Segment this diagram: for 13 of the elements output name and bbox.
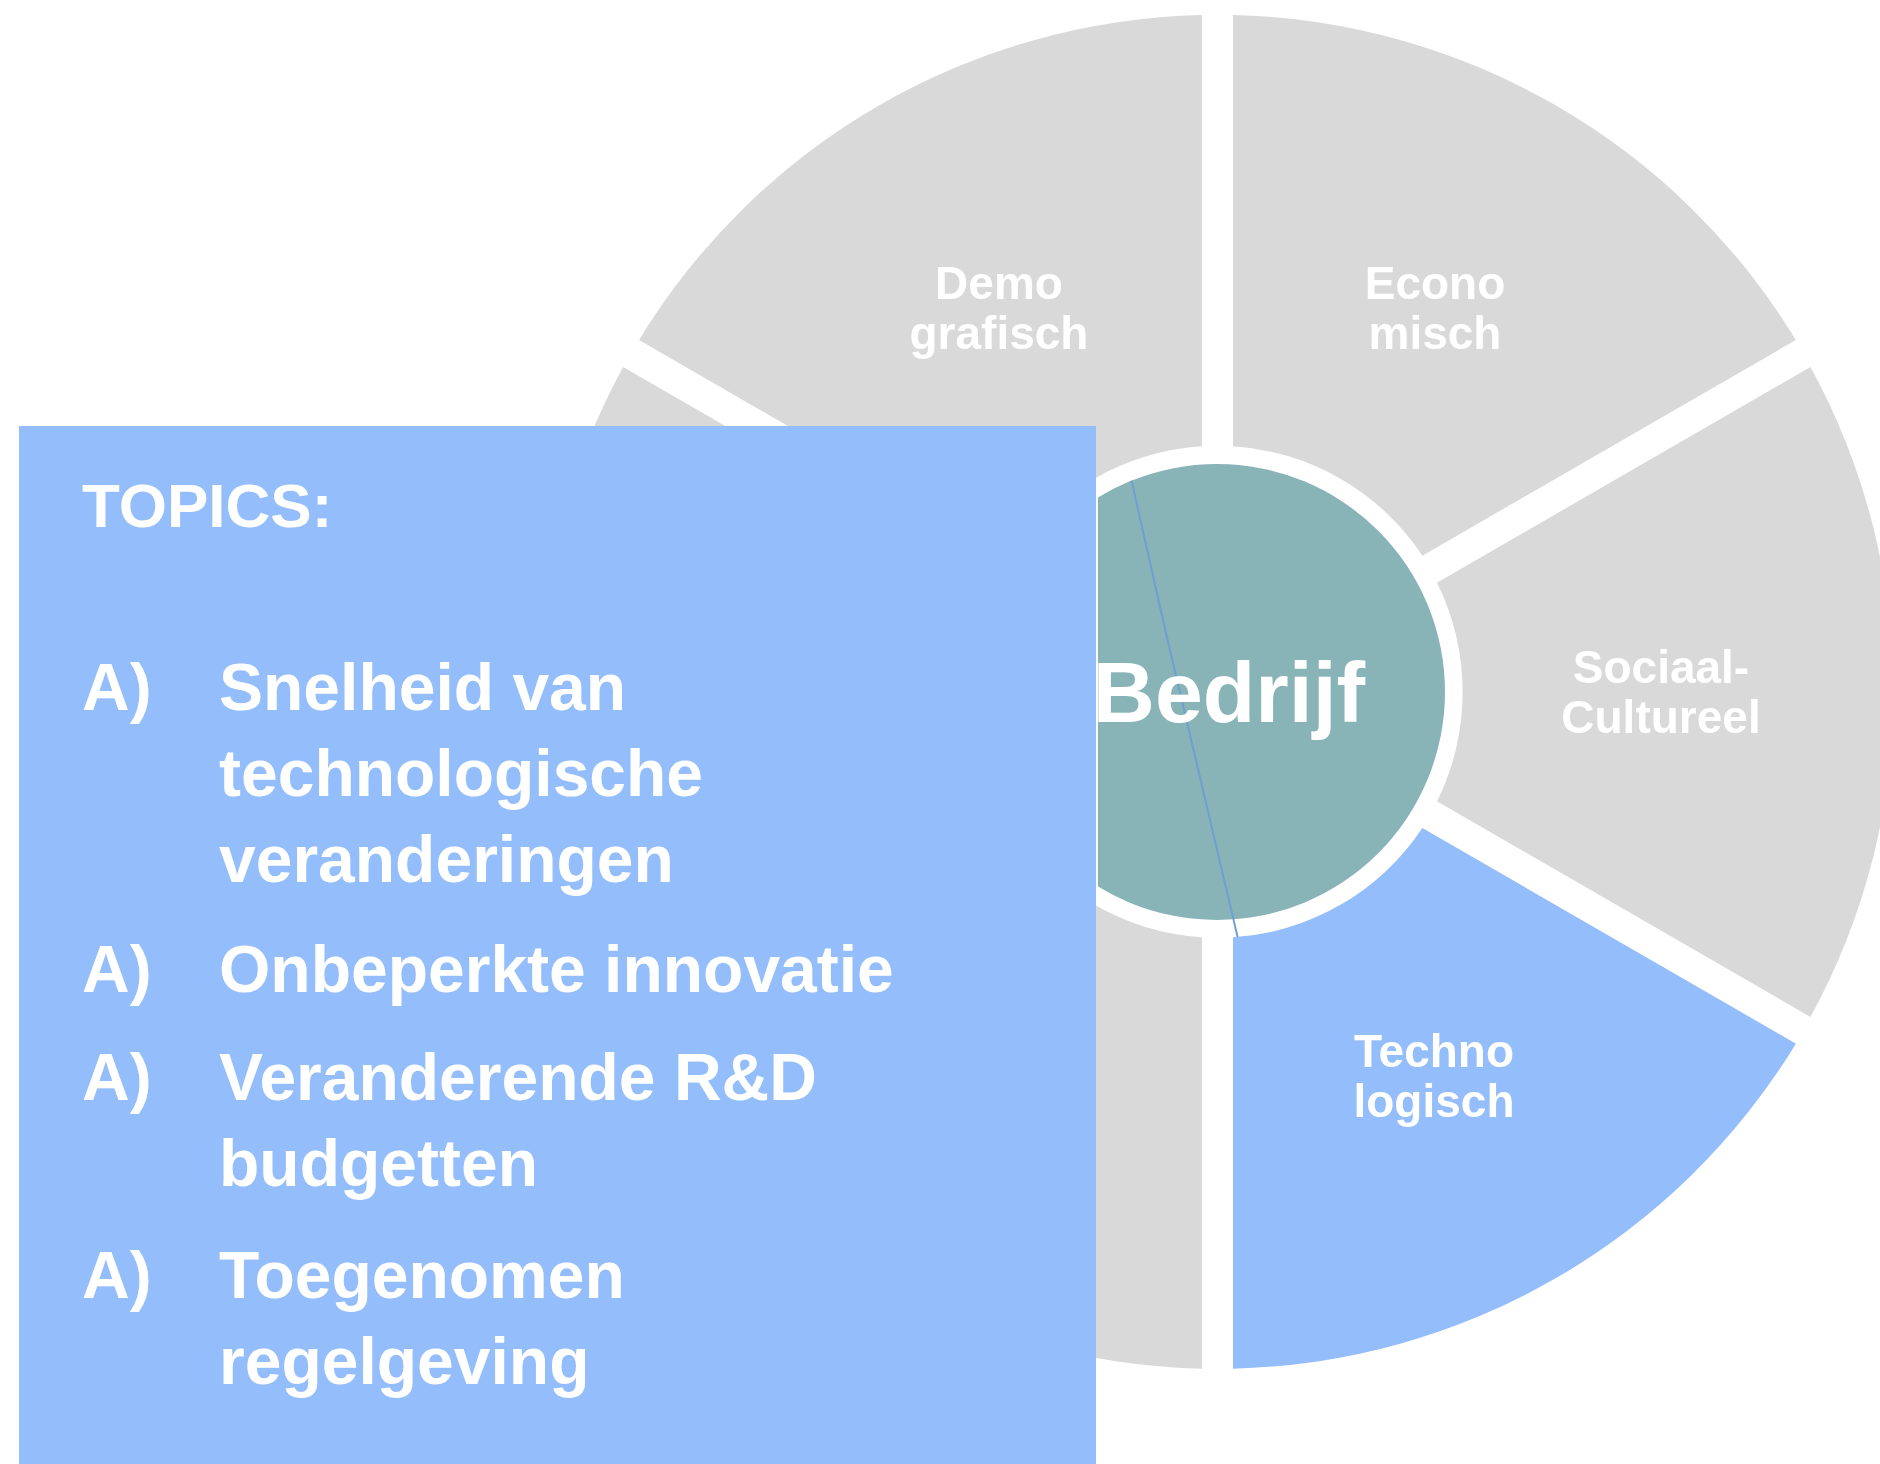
segment-label: Techno logisch	[1352, 1027, 1516, 1127]
panel-heading: TOPICS:	[82, 470, 333, 541]
connector-line	[1130, 479, 1239, 939]
topic-item: Snelheid van technologische veranderingen	[219, 649, 705, 898]
topics-panel	[19, 426, 1096, 1464]
list-marker: A)	[82, 1039, 152, 1116]
topic-item: Veranderende R&D budgetten	[219, 1039, 818, 1202]
list-marker: A)	[82, 649, 152, 726]
topic-item: Onbeperkte innovatie	[219, 931, 895, 1008]
topic-item: Toegenomen regelgeving	[219, 1237, 626, 1400]
list-marker: A)	[82, 1237, 152, 1314]
center-label: Bedrijf	[1092, 642, 1366, 742]
list-marker: A)	[82, 931, 152, 1008]
